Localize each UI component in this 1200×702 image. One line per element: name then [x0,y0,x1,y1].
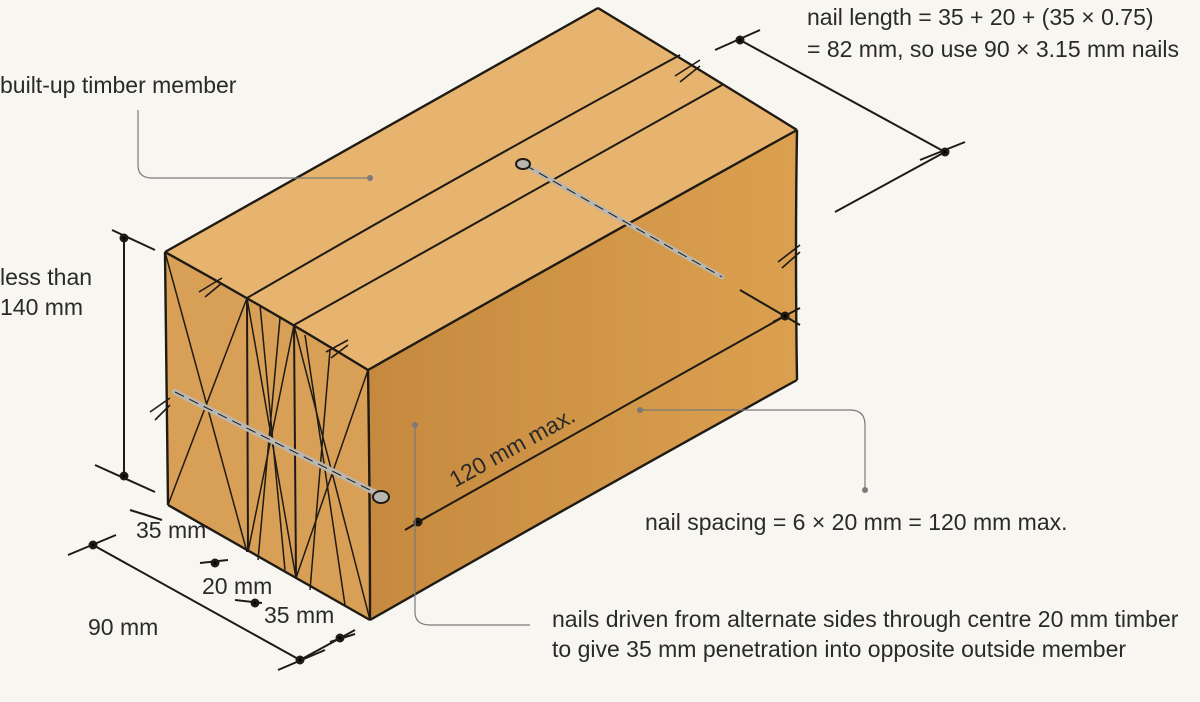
nail-front [172,389,390,504]
nail-spacing-note: nail spacing = 6 × 20 mm = 120 mm max. [645,509,1068,535]
nail-top [515,158,725,280]
timber-side-face [368,130,797,620]
height-label: less than 140 mm [0,264,93,320]
leader-lines [137,110,866,626]
member-label: built-up timber member [0,72,237,98]
width-label: 90 mm [88,614,159,640]
timber-top-face [165,8,797,370]
nail-point-marks [149,59,801,421]
dimension-ticks [88,35,950,665]
nail-length-label-line1: nail length = 35 + 20 + (35 × 0.75) [807,4,1154,30]
nailing-note: nails driven from alternate sides throug… [552,606,1179,662]
lamination-lines [246,54,723,579]
timber-outline [163,6,799,622]
nail-length-label-line2: = 82 mm, so use 90 × 3.15 mm nails [807,36,1180,62]
outer-thickness-right-label: 35 mm [264,602,335,628]
leader-dots [367,175,868,493]
outer-thickness-left-label: 35 mm [136,517,207,543]
centre-thickness-label: 20 mm [202,573,273,599]
